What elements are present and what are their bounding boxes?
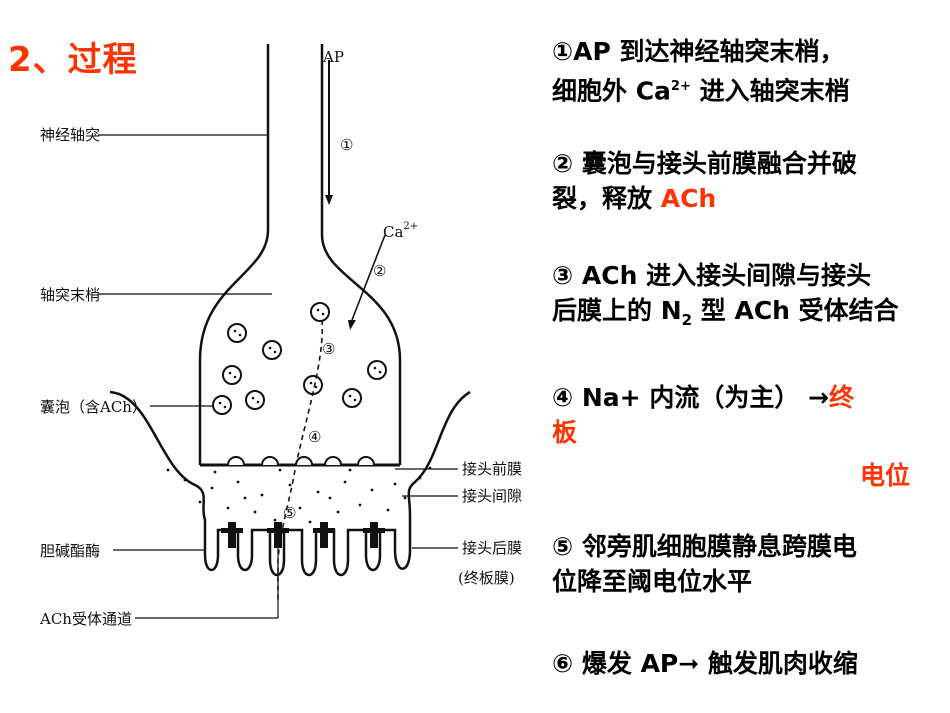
neuromuscular-junction-diagram: AP ① Ca2+ ② ③ ④ ⑤ 神经轴突 轴突末梢 囊泡（含ACh） 胆碱酯… <box>39 44 522 628</box>
receptor-channels <box>221 522 385 548</box>
step-4: ④ Na+ 内流（为主） →终 板 电位 <box>552 380 947 493</box>
step-3: ③ ACh 进入接头间隙与接头 后膜上的 N2 型 ACh 受体结合 <box>552 261 899 329</box>
ach-highlight: ACh <box>660 184 717 213</box>
step-marker-1: ① <box>340 136 353 154</box>
vesicles <box>212 302 387 415</box>
step-1: ①AP 到达神经轴突末梢， 细胞外 Ca2+ 进入轴突末梢 <box>552 37 850 106</box>
label-post-membrane: 接头后膜 <box>462 539 522 557</box>
ap-label: AP <box>322 48 344 66</box>
label-cleft: 接头间隙 <box>462 487 522 505</box>
label-pre-membrane: 接头前膜 <box>462 460 522 478</box>
step-6: ⑥ 爆发 AP➞ 触发肌肉收缩 <box>552 649 858 678</box>
step-marker-2: ② <box>373 262 386 280</box>
step-marker-5: ⑤ <box>283 504 296 522</box>
label-endplate: (终板膜) <box>458 569 515 587</box>
slide-title: 2、过程 <box>8 40 138 80</box>
endplate-potential: 电位 <box>860 461 911 490</box>
axon-terminal-outline <box>198 44 402 465</box>
membrane-bumps <box>227 456 375 466</box>
label-vesicle: 囊泡（含ACh） <box>40 398 147 416</box>
label-axon: 神经轴突 <box>40 126 100 144</box>
step-marker-3: ③ <box>322 340 335 358</box>
label-terminal: 轴突末梢 <box>40 286 100 304</box>
step-5: ⑤ 邻旁肌细胞膜静息跨膜电 位降至阈电位水平 <box>552 532 857 596</box>
label-receptor: ACh受体通道 <box>39 610 132 628</box>
label-ache: 胆碱酯酶 <box>40 542 100 560</box>
vesicle-path <box>277 319 324 600</box>
vesicle-dots <box>218 308 382 409</box>
muscle-membrane-outline <box>109 390 471 577</box>
ach-molecules <box>166 466 432 524</box>
ca-label: Ca2+ <box>383 221 418 241</box>
step-marker-4: ④ <box>308 428 321 446</box>
step-2: ② 囊泡与接头前膜融合并破 裂，释放 ACh <box>552 149 857 213</box>
ca-arrow <box>351 234 386 321</box>
